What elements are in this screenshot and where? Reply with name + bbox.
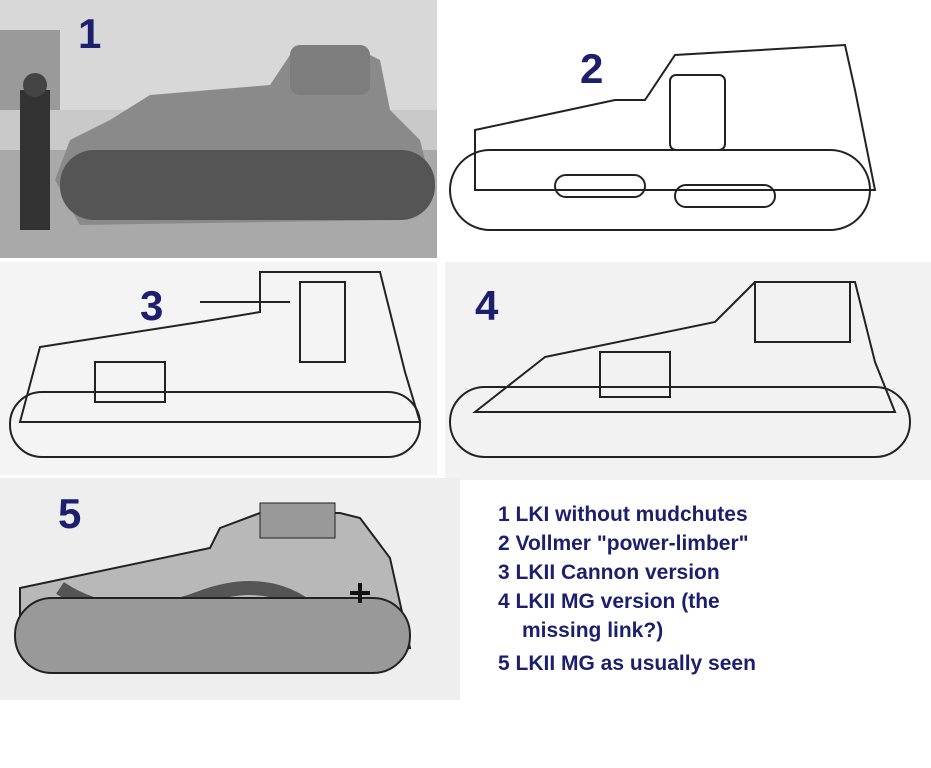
legend-item-1: 1 LKI without mudchutes (498, 503, 748, 526)
lkii-cannon-cutaway-drawing (9, 271, 422, 458)
lkii-mg-cutaway-drawing (449, 281, 911, 458)
legend: 1 LKI without mudchutes 2 Vollmer "power… (498, 500, 756, 678)
panel-number: 1 (78, 10, 102, 57)
panel-number: 3 (140, 282, 164, 329)
panel-1-photo: 1 (0, 0, 437, 258)
panel-number: 5 (58, 490, 82, 537)
panel-number: 2 (580, 45, 604, 92)
panel-2-drawing: 2 (445, 0, 931, 255)
legend-item-4: 4 LKII MG version (the (498, 590, 720, 613)
lki-tank-photo (0, 0, 437, 258)
legend-item-3: 3 LKII Cannon version (498, 561, 720, 584)
legend-item-2: 2 Vollmer "power-limber" (498, 532, 749, 555)
panel-3-drawing: 3 (0, 262, 437, 475)
legend-item-4-continued: missing link?) (522, 619, 664, 642)
lkii-mg-camouflage-drawing (14, 502, 412, 674)
panel-4-drawing: 4 (445, 262, 931, 480)
panel-5-drawing: 5 (0, 478, 460, 700)
panel-number: 4 (475, 282, 499, 329)
vollmer-power-limber-drawing (449, 43, 877, 231)
legend-item-5: 5 LKII MG as usually seen (498, 652, 756, 675)
